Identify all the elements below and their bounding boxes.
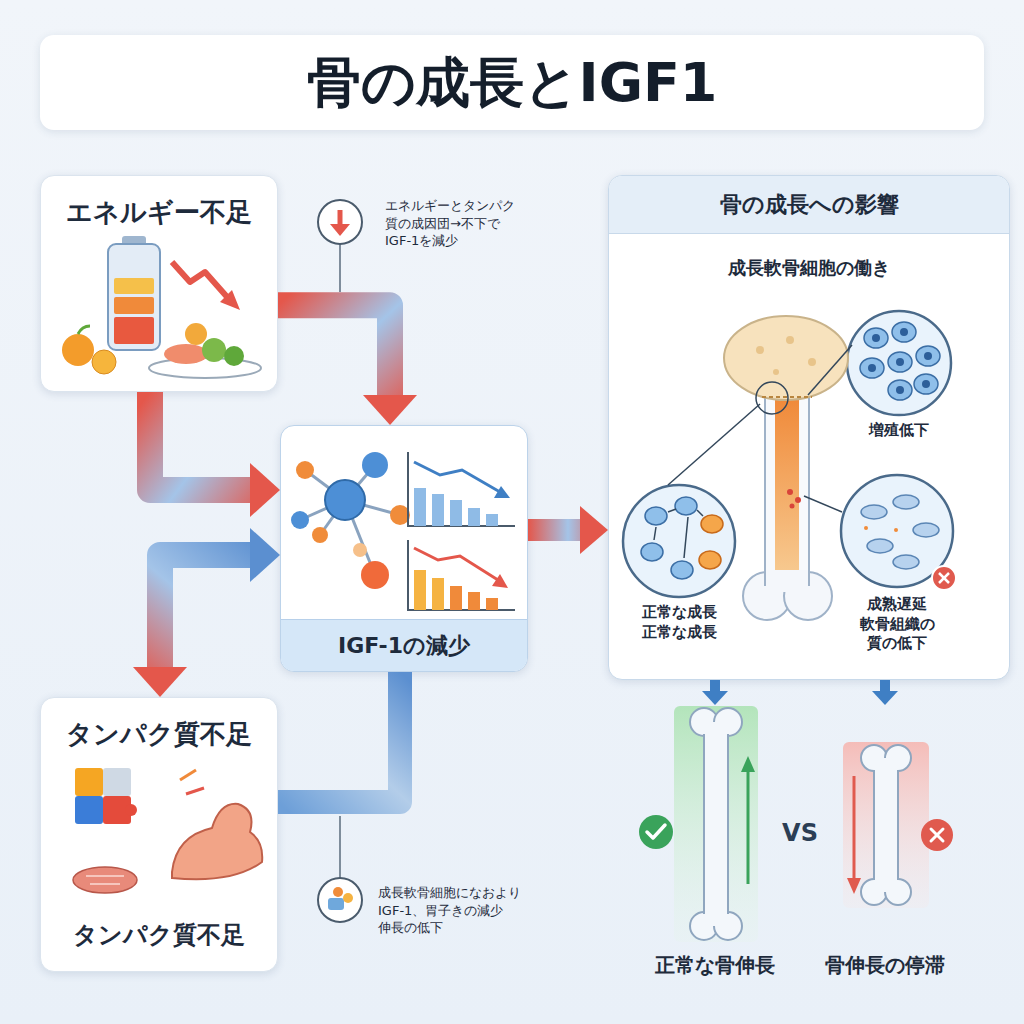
outcome-node: 骨伸長の停滞: [800, 705, 970, 990]
icon-dot: [333, 887, 343, 897]
icon-arrow: [338, 210, 343, 226]
icon-cell: [328, 898, 344, 910]
outcome-label: 骨伸長の停滞: [800, 952, 970, 978]
circle-outline: [839, 309, 959, 419]
flow-arrow: [702, 680, 728, 705]
flow-arrow: [133, 528, 280, 697]
flow-arrow: [872, 680, 898, 705]
icon-dot: [343, 893, 353, 903]
callout-note: 成長軟骨細胞になおより IGF-1、胃子きの減少 伸長の低下: [378, 884, 538, 937]
leader-line: [339, 816, 341, 878]
magnifier-node: 増殖低下: [839, 309, 959, 469]
bone-knob: [714, 708, 742, 736]
vs-label: VS: [770, 818, 830, 849]
arrow-shaft: [160, 555, 250, 667]
arrow-shaft: [278, 672, 400, 802]
flow-arrow: [528, 506, 608, 554]
arrow-head: [580, 506, 608, 554]
arrow-head: [872, 691, 898, 705]
stall-arrow-head: [847, 878, 861, 894]
outcome-node: 正常な骨伸長: [630, 705, 800, 990]
circle-label: 増殖低下: [839, 421, 959, 441]
magnifier-node: 成熟遅延 軟骨組織の 質の低下: [837, 473, 957, 673]
circle-outline: [619, 483, 739, 601]
arrow-head: [133, 667, 187, 697]
callout-note: エネルギーとタンパク 質の成因団→不下で IGF-1を減少: [385, 197, 525, 250]
x-mark: [931, 829, 943, 841]
arrow-head: [250, 528, 280, 582]
x-mark: [931, 829, 943, 841]
arrow-head: [250, 463, 280, 517]
x-badge: [921, 819, 953, 851]
condition-box: タンパク質不足タンパク質不足: [40, 697, 278, 972]
check-mark: [647, 825, 665, 838]
condition-box: エネルギー不足: [40, 175, 278, 392]
arrow-shaft: [150, 392, 250, 490]
title-box: 骨の成長とIGF1: [40, 35, 984, 130]
box-heading: タンパク質不足: [41, 718, 277, 752]
arrow-head: [702, 691, 728, 705]
stall-arrow: [853, 776, 856, 880]
bone-shaft: [704, 722, 728, 926]
arrow-shaft: [710, 680, 720, 691]
arrow-head: [363, 395, 417, 425]
box-label-band: IGF-1の減少: [281, 619, 527, 671]
flow-arrow: [278, 305, 417, 425]
circle-label: 成熟遅延 軟骨組織の 質の低下: [837, 595, 957, 654]
title-text: 骨の成長とIGF1: [40, 35, 984, 130]
box-heading: エネルギー不足: [41, 196, 277, 230]
bone-knob: [885, 879, 911, 905]
callout-icon: [318, 200, 362, 292]
highlight-band: [674, 706, 758, 942]
effect-panel: 骨の成長への影響成長軟骨細胞の働き増殖低下正常な成長 正常な成長 成熟遅延 軟骨組…: [608, 175, 1010, 680]
icon-arrow-head: [330, 224, 350, 236]
circle-label: 正常な成長 正常な成長: [619, 603, 739, 642]
icon-circle: [318, 878, 362, 922]
check-badge: [639, 815, 673, 849]
panel-subheading: 成長軟骨細胞の働き: [609, 256, 1009, 279]
callout-icon: [318, 816, 362, 922]
bone-edge: [897, 770, 899, 880]
flow-arrow: [150, 392, 280, 517]
bone-knob: [861, 879, 887, 905]
bone-knob: [714, 912, 742, 940]
bone-knob: [861, 745, 887, 771]
flow-arrow: [278, 672, 400, 802]
arrow-shaft: [528, 519, 580, 541]
circle-outline: [837, 473, 957, 591]
bone-edge: [727, 734, 729, 914]
bone-shaft: [874, 758, 898, 892]
arrow-shaft: [880, 680, 890, 691]
outcome-label: 正常な骨伸長: [630, 952, 800, 978]
bone-edge: [703, 734, 705, 914]
magnifier-circle: [841, 475, 953, 587]
arrow-shaft: [278, 305, 390, 395]
normal-bone-illustration: [639, 706, 758, 942]
bone-knob: [690, 912, 718, 940]
process-box: IGF-1の減少: [280, 425, 528, 672]
bone-edge: [873, 770, 875, 880]
leader-line: [339, 244, 341, 292]
magnifier-circle: [847, 311, 951, 415]
stunted-bone-illustration: [843, 742, 953, 908]
growth-arrow: [747, 770, 750, 884]
magnifier-node: 正常な成長 正常な成長: [619, 483, 739, 653]
magnifier-circle: [623, 485, 735, 597]
box-caption: タンパク質不足: [41, 920, 277, 951]
bone-knob: [690, 708, 718, 736]
bone-knob: [885, 745, 911, 771]
icon-circle: [318, 200, 362, 244]
panel-heading: 骨の成長への影響: [609, 176, 1009, 234]
highlight-band: [843, 742, 929, 908]
growth-arrow-head: [741, 756, 755, 772]
